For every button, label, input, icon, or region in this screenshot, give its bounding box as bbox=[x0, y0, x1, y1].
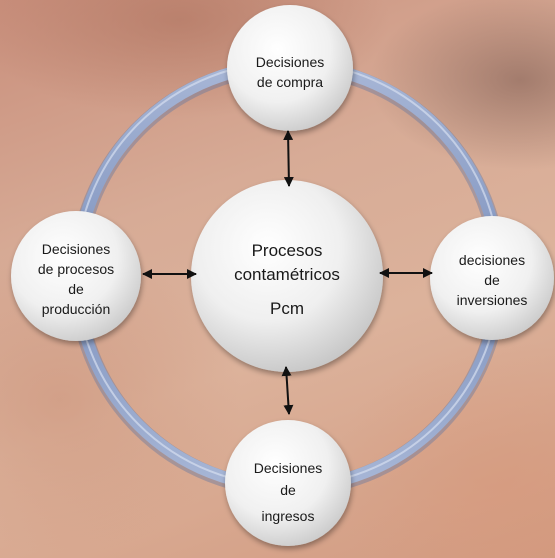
left-line-2: de procesos bbox=[37, 261, 115, 277]
right-line-3: inversiones bbox=[456, 292, 528, 308]
left-line-3: de bbox=[68, 281, 84, 297]
right-line-2: de bbox=[484, 272, 500, 288]
node-top-label: Decisiones de compra bbox=[240, 50, 340, 94]
node-right-circle bbox=[430, 216, 554, 340]
node-bottom-circle bbox=[225, 420, 351, 546]
bottom-line-3: ingresos bbox=[261, 508, 315, 524]
node-center-label: Procesos contamétricos Pcm bbox=[207, 230, 367, 330]
node-bottom-label: Decisiones de ingresos bbox=[238, 452, 338, 532]
bottom-line-2: de bbox=[280, 482, 296, 498]
left-line-4: producción bbox=[41, 301, 111, 317]
top-line-1: Decisiones bbox=[255, 54, 325, 70]
node-center-circle bbox=[191, 180, 383, 372]
left-line-1: Decisiones bbox=[41, 241, 111, 257]
arrow-center-top bbox=[283, 130, 294, 187]
node-left-label: Decisiones de procesos de producción bbox=[16, 236, 136, 322]
right-line-1: decisiones bbox=[458, 252, 526, 268]
center-line-2: contamétricos bbox=[234, 265, 340, 284]
top-line-2: de compra bbox=[256, 74, 324, 90]
center-line-3: Pcm bbox=[270, 299, 304, 318]
node-left-circle bbox=[11, 211, 141, 341]
node-right-label: decisiones de inversiones bbox=[437, 248, 547, 312]
arrow-center-bottom bbox=[281, 366, 294, 415]
center-line-1: Procesos bbox=[251, 241, 323, 260]
node-top-circle bbox=[227, 5, 353, 131]
bottom-line-1: Decisiones bbox=[253, 460, 323, 476]
